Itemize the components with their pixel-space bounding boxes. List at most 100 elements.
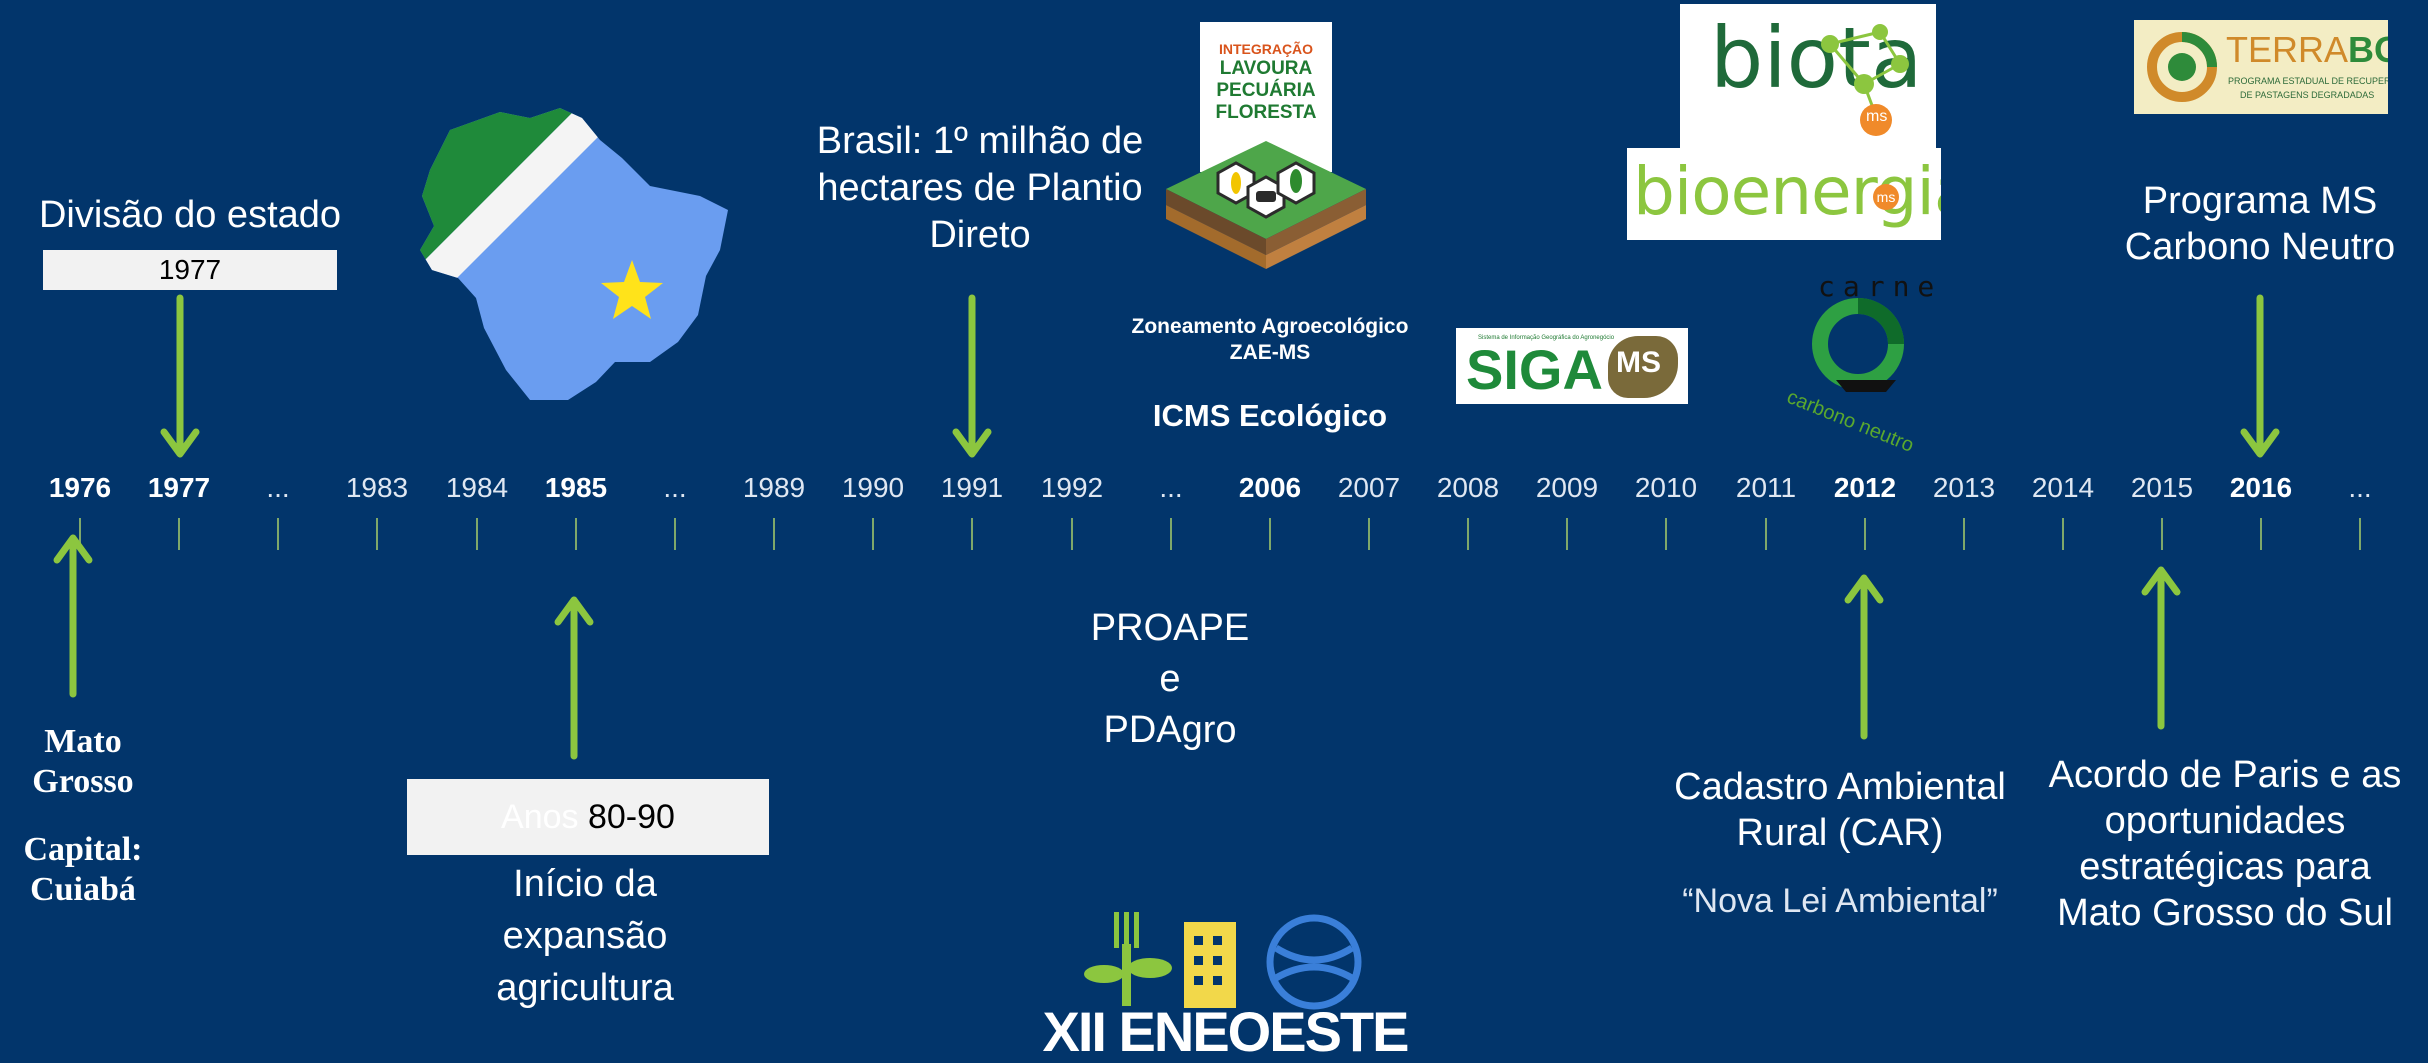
timeline-tick <box>1963 518 1965 550</box>
carbono-line2: Carbono Neutro <box>2124 226 2396 268</box>
timeline-year-label: ... <box>2348 472 2372 503</box>
paris-line2: oportunidades <box>2104 800 2346 842</box>
fork-plant-icon <box>1084 912 1172 1006</box>
eneoeste-icons <box>1084 912 1362 1010</box>
timeline-year-label: 2016 <box>2229 472 2293 503</box>
ilpf-line1: INTEGRAÇÃO <box>1218 41 1314 57</box>
cow-icon <box>1246 175 1286 219</box>
siga-logo: Sistema de Informação Geográfica do Agro… <box>1456 328 1688 404</box>
arrow-down-1991 <box>952 294 992 458</box>
timeline-tick <box>1665 518 1667 550</box>
timeline-year-label: 2013 <box>1932 472 1996 503</box>
timeline-tick <box>1864 518 1866 550</box>
timeline-year-label: 2010 <box>1634 472 1698 503</box>
icms-label: ICMS Ecológico <box>1152 398 1388 433</box>
siga-map-icon <box>1608 336 1678 398</box>
biota-badge: ms <box>1866 108 1888 125</box>
proape-caption: PROAPE e PDAgro <box>1050 603 1290 756</box>
timeline-year-label: 2015 <box>2130 472 2194 503</box>
timeline-tick <box>1566 518 1568 550</box>
timeline-year-label: 2012 <box>1833 472 1897 503</box>
timeline-tick <box>79 518 81 550</box>
timeline-tick <box>2161 518 2163 550</box>
timeline-tick <box>1269 518 1271 550</box>
timeline-tick <box>1467 518 1469 550</box>
building-icon <box>1184 922 1236 1008</box>
carbono-line1: Programa MS <box>2142 180 2378 222</box>
arrow-up-2012 <box>1844 574 1884 740</box>
anos-prefix: Anos <box>501 798 579 836</box>
timeline-tick <box>1765 518 1767 550</box>
timeline-year-label: 1976 <box>48 472 112 503</box>
star-icon <box>601 260 663 319</box>
timeline-year-label: ... <box>663 472 687 503</box>
timeline-tick <box>1071 518 1073 550</box>
timeline-tick <box>277 518 279 550</box>
timeline-tick <box>178 518 180 550</box>
recycle-icon <box>1812 298 1904 392</box>
bioenergia-logo: bioenergia ms <box>1627 148 1941 240</box>
arrow-down-1977 <box>160 294 200 458</box>
timeline-year-label: 1990 <box>841 472 905 503</box>
car-caption: Cadastro Ambiental Rural (CAR) <box>1640 764 2040 856</box>
timeline-tick <box>872 518 874 550</box>
timeline-tick <box>476 518 478 550</box>
timeline-year-label: 2008 <box>1436 472 1500 503</box>
timeline-year-label: 1984 <box>445 472 509 503</box>
bioenergia-badge: ms <box>1873 184 1899 210</box>
carne-carbono-neutro-logo: carne carbono neutro <box>1780 268 1950 457</box>
paris-line1: Acordo de Paris e as <box>2048 754 2402 796</box>
ilpf-field-icon <box>1166 141 1366 269</box>
timeline-year-label: 2011 <box>1735 472 1797 503</box>
plantio-line2: hectares de Plantio <box>817 167 1143 209</box>
timeline-year-label: ... <box>266 472 290 503</box>
proape-line3: PDAgro <box>1103 709 1237 751</box>
plantio-line1: Brasil: 1º milhão de <box>816 120 1144 162</box>
timeline-year-label: 1991 <box>940 472 1004 503</box>
carne-top-text: carne <box>1818 270 1943 303</box>
timeline-year-label: 1983 <box>345 472 409 503</box>
timeline-year-label: 1985 <box>544 472 608 503</box>
arrow-up-1985 <box>554 596 594 760</box>
timeline-tick <box>2359 518 2361 550</box>
timeline-year-label: 2007 <box>1337 472 1401 503</box>
divisao-title: Divisão do estado <box>38 194 342 236</box>
paris-caption: Acordo de Paris e as oportunidades estra… <box>2030 752 2420 936</box>
timeline-year-label: 1977 <box>147 472 211 503</box>
anos-line1: Início da <box>513 863 657 905</box>
timeline-year-label: 2014 <box>2031 472 2095 503</box>
capital-label: Capital: Cuiabá <box>0 830 166 910</box>
anos-box: Anos 80-90 <box>407 779 769 855</box>
terraboa-sub2: DE PASTAGENS DEGRADADAS <box>2240 90 2375 100</box>
timeline-tick <box>2260 518 2262 550</box>
ilpf-line4: FLORESTA <box>1215 102 1317 123</box>
zae-line2: ZAE-MS <box>1229 341 1311 364</box>
corn-icon <box>1216 161 1256 205</box>
biota-molecule-icon <box>1821 24 1909 136</box>
timeline-year-label: 2006 <box>1238 472 1302 503</box>
timeline-tick <box>2062 518 2064 550</box>
timeline-tick <box>674 518 676 550</box>
globe-icon <box>1266 914 1362 1010</box>
paris-line3: estratégicas para <box>2079 846 2371 888</box>
timeline-year-label: ... <box>1159 472 1183 503</box>
mato-grosso-line2: Grosso <box>32 763 134 800</box>
proape-line1: PROAPE <box>1090 607 1250 649</box>
anos-line3: agricultura <box>496 967 674 1009</box>
timeline-year-label: 1989 <box>742 472 806 503</box>
siga-tiny-text: Sistema de Informação Geográfica do Agro… <box>1478 335 1615 341</box>
biota-text: biota <box>1710 9 1923 107</box>
car-line2: Rural (CAR) <box>1736 812 1944 854</box>
eneoeste-text: XII ENEOESTE <box>1042 1000 1410 1063</box>
plantio-caption: Brasil: 1º milhão de hectares de Plantio… <box>790 118 1170 259</box>
arrow-up-2015 <box>2141 566 2181 730</box>
timeline-year-label: 1992 <box>1040 472 1104 503</box>
siga-badge: MS <box>1616 346 1661 379</box>
arrow-up-1976 <box>53 534 93 698</box>
terraboa-emblem-icon <box>2147 32 2217 102</box>
ms-state-flag-map <box>420 108 728 400</box>
terraboa-logo: TERRABOA PROGRAMA ESTADUAL DE RECUPERAÇÃ… <box>2134 20 2388 114</box>
paris-line4: Mato Grosso do Sul <box>2057 892 2393 934</box>
proape-line2: e <box>1159 658 1181 700</box>
